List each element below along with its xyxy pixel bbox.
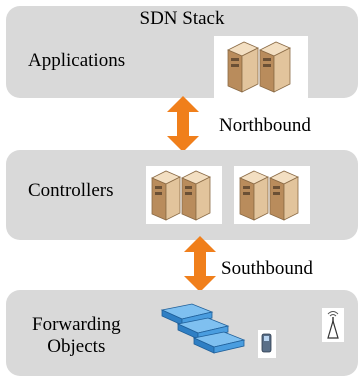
southbound-arrow	[180, 236, 220, 292]
northbound-arrow	[163, 96, 203, 152]
server-icon	[151, 170, 181, 221]
controllers-layer: Controllers	[6, 150, 358, 240]
stack-title: SDN Stack	[139, 8, 225, 29]
controllers-label: Controllers	[28, 180, 114, 201]
server-icon	[239, 170, 269, 221]
controller-servers-2	[234, 166, 310, 224]
server-icon	[181, 170, 211, 221]
forwarding-label-line2: Objects	[47, 335, 106, 357]
application-servers	[214, 36, 308, 98]
applications-label: Applications	[28, 50, 126, 71]
forwarding-objects-label: Forwarding Objects	[32, 314, 121, 358]
wireless-antenna-icon	[322, 308, 344, 342]
server-icon	[227, 41, 259, 93]
forwarding-objects-layer: Forwarding Objects	[6, 290, 358, 376]
server-icon	[269, 170, 299, 221]
server-icon	[259, 41, 291, 93]
controller-servers-1	[146, 166, 222, 224]
northbound-label: Northbound	[219, 115, 311, 136]
mobile-phone-icon	[258, 330, 276, 358]
applications-layer: SDN Stack Applications	[6, 6, 358, 98]
network-switch-icon	[192, 331, 246, 354]
southbound-label: Southbound	[221, 258, 313, 279]
forwarding-label-line1: Forwarding	[32, 314, 121, 335]
